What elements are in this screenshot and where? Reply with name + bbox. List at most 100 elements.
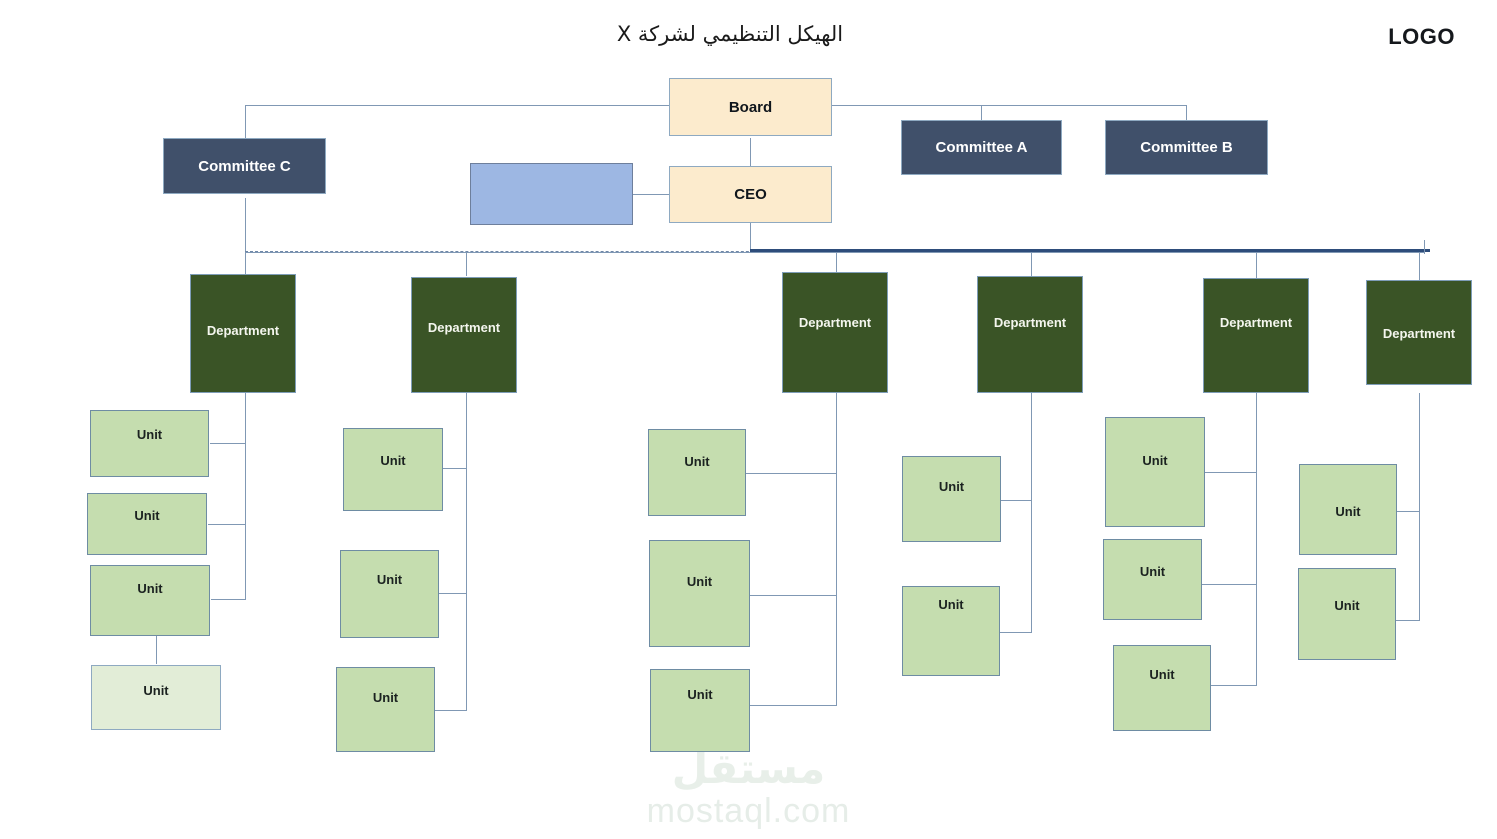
node-committee-b[interactable]: Committee B [1105, 120, 1268, 175]
node-unit-c5-3-label: Unit [1149, 667, 1175, 682]
node-unit-c1-3[interactable]: Unit [90, 565, 210, 636]
node-board-label: Board [728, 98, 773, 116]
watermark-domain: mostaql.com [646, 792, 851, 830]
node-unit-c5-2[interactable]: Unit [1103, 539, 1202, 620]
page-title: الهيكل التنظيمي لشركة X [616, 22, 844, 46]
connector-col5-unit1 [1204, 472, 1257, 473]
node-ceo-label: CEO [734, 186, 767, 203]
company-logo: LOGO [1388, 24, 1455, 49]
node-department-1-label: Department [206, 323, 280, 338]
connector-main-bus [750, 249, 1430, 252]
connector-dept-5-drop [1256, 252, 1257, 278]
node-unit-c2-2-label: Unit [376, 572, 403, 587]
connector-col6-unit2 [1395, 620, 1420, 621]
connector-dept-1-drop [245, 252, 246, 274]
node-unit-c1-1[interactable]: Unit [90, 410, 209, 477]
connector-dept-2-drop [466, 252, 467, 276]
node-unit-c3-3[interactable]: Unit [650, 669, 750, 752]
watermark-arabic: مستقل [671, 744, 826, 793]
node-unit-c1-2-label: Unit [134, 508, 160, 523]
node-unit-c1-2[interactable]: Unit [87, 493, 207, 555]
node-department-4[interactable]: Department [977, 276, 1083, 393]
node-unit-c6-1-label: Unit [1335, 504, 1361, 519]
node-committee-a-label: Committee A [935, 139, 1028, 156]
connector-ceo-drop [750, 223, 751, 251]
connector-col2-spine [466, 393, 467, 710]
connector-col1-unit3-to-unit4 [156, 636, 157, 664]
connector-col3-unit2 [750, 595, 837, 596]
node-unit-c2-3-label: Unit [372, 690, 399, 705]
node-unit-c4-2-label: Unit [938, 597, 964, 612]
connector-col3-spine [836, 393, 837, 705]
node-unit-c6-1[interactable]: Unit [1299, 464, 1397, 555]
node-unit-c2-2[interactable]: Unit [340, 550, 439, 638]
connector-dept-3-drop [836, 252, 837, 272]
node-committee-c-label: Committee C [198, 157, 291, 175]
watermark: مستقل mostaql.com [0, 748, 1497, 831]
connector-board-left [245, 105, 670, 106]
connector-board-right [832, 105, 1187, 106]
connector-col5-unit3 [1211, 685, 1257, 686]
connector-col2-unit2 [439, 593, 467, 594]
connector-col4-unit1 [1001, 500, 1032, 501]
connector-committee-c-down [245, 198, 246, 251]
connector-col1-unit1 [210, 443, 246, 444]
connector-committee-a-drop [981, 105, 982, 128]
connector-col5-spine [1256, 393, 1257, 685]
connector-col6-spine [1419, 393, 1420, 621]
node-department-5-label: Department [1219, 315, 1293, 330]
node-board[interactable]: Board [669, 78, 832, 136]
node-placeholder[interactable] [470, 163, 633, 225]
connector-committee-b-drop [1186, 105, 1187, 128]
node-unit-c5-2-label: Unit [1139, 564, 1166, 579]
node-department-4-label: Department [993, 315, 1067, 330]
connector-dept-6-drop [1419, 252, 1420, 280]
node-committee-c[interactable]: Committee C [163, 138, 326, 194]
node-unit-c3-2[interactable]: Unit [649, 540, 750, 647]
node-department-3[interactable]: Department [782, 272, 888, 393]
node-department-6-label: Department [1382, 326, 1456, 341]
connector-col2-unit1 [443, 468, 467, 469]
connector-col1-unit2 [208, 524, 246, 525]
node-unit-c2-1-label: Unit [380, 453, 406, 468]
node-ceo[interactable]: CEO [669, 166, 832, 223]
connector-board-ceo [750, 138, 751, 166]
node-unit-c1-4-label: Unit [143, 683, 169, 698]
connector-department-bus [245, 252, 1425, 253]
node-committee-a[interactable]: Committee A [901, 120, 1062, 175]
node-unit-c1-4[interactable]: Unit [91, 665, 221, 730]
node-department-1[interactable]: Department [190, 274, 296, 393]
node-unit-c6-2[interactable]: Unit [1298, 568, 1396, 660]
node-department-6[interactable]: Department [1366, 280, 1472, 385]
node-unit-c3-2-label: Unit [686, 574, 713, 589]
connector-col3-unit3 [750, 705, 837, 706]
connector-col1-unit3 [211, 599, 246, 600]
connector-col5-unit2 [1201, 584, 1257, 585]
node-department-2-label: Department [427, 320, 501, 335]
node-unit-c3-3-label: Unit [687, 687, 713, 702]
node-unit-c4-2[interactable]: Unit [902, 586, 1000, 676]
connector-col2-unit3 [435, 710, 467, 711]
node-department-2[interactable]: Department [411, 277, 517, 393]
node-unit-c1-3-label: Unit [137, 581, 163, 596]
node-unit-c1-1-label: Unit [136, 427, 163, 442]
node-department-3-label: Department [798, 315, 872, 330]
connector-col3-unit1 [746, 473, 837, 474]
node-committee-b-label: Committee B [1140, 139, 1233, 156]
node-unit-c4-1-label: Unit [938, 479, 965, 494]
node-unit-c5-3[interactable]: Unit [1113, 645, 1211, 731]
node-department-5[interactable]: Department [1203, 278, 1309, 393]
node-unit-c5-1-label: Unit [1142, 453, 1168, 468]
node-unit-c3-1[interactable]: Unit [648, 429, 746, 516]
node-unit-c2-1[interactable]: Unit [343, 428, 443, 511]
node-unit-c4-1[interactable]: Unit [902, 456, 1001, 542]
node-unit-c5-1[interactable]: Unit [1105, 417, 1205, 527]
node-unit-c6-2-label: Unit [1334, 598, 1360, 613]
connector-col4-unit2 [1000, 632, 1032, 633]
connector-dept-4-drop [1031, 252, 1032, 276]
node-unit-c3-1-label: Unit [684, 454, 710, 469]
connector-col4-spine [1031, 393, 1032, 633]
connector-col1-spine [245, 393, 246, 600]
node-unit-c2-3[interactable]: Unit [336, 667, 435, 752]
